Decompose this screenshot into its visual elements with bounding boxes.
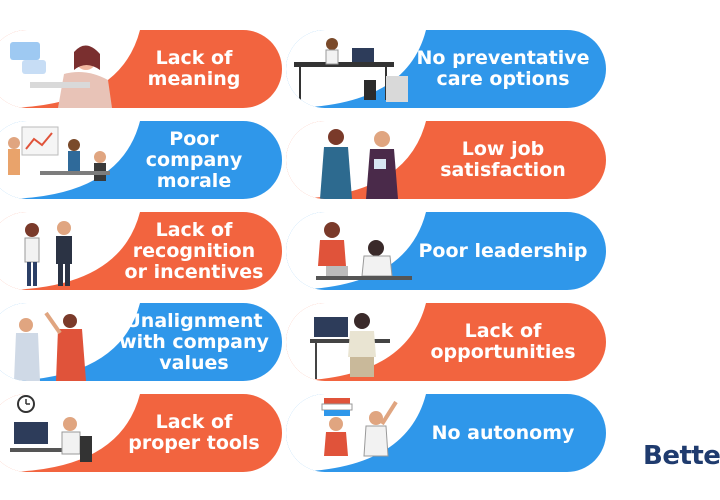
card-label: Poor company morale — [145, 127, 243, 192]
card-label: Lack of meaning — [147, 47, 241, 90]
worker-at-desk-illustration — [286, 303, 426, 381]
card-label: No autonomy — [431, 421, 575, 444]
card-lack-of-meaning: Lack of meaning — [0, 30, 282, 108]
card-lack-of-proper-tools: Lack of proper tools — [0, 394, 282, 472]
card-lack-of-recognition: Lack of recognition or incentives — [0, 212, 282, 290]
card-label: No preventative care options — [416, 47, 590, 90]
stressed-employee-illustration — [286, 212, 426, 290]
card-unalignment-values: Unalignment with company values — [0, 303, 282, 381]
broken-computer-illustration — [0, 394, 140, 472]
brand-logo: BetterU — [643, 441, 720, 471]
arguing-colleagues-illustration — [0, 303, 140, 381]
card-label: Unalignment with company values — [119, 309, 269, 374]
card-no-autonomy: No autonomy — [286, 394, 606, 472]
overloaded-workers-illustration — [286, 394, 426, 472]
card-poor-leadership: Poor leadership — [286, 212, 606, 290]
card-poor-company-morale: Poor company morale — [0, 121, 282, 199]
card-label: Lack of recognition or incentives — [124, 218, 264, 283]
card-label: Lack of proper tools — [128, 411, 260, 454]
boss-and-employee-illustration — [0, 212, 140, 290]
card-label: Low job satisfaction — [440, 138, 566, 181]
card-low-job-satisfaction: Low job satisfaction — [286, 121, 606, 199]
card-no-preventative-care: No preventative care options — [286, 30, 606, 108]
card-label: Poor leadership — [418, 239, 588, 262]
meeting-illustration — [0, 121, 140, 199]
tired-worker-illustration — [0, 30, 140, 108]
card-label: Lack of opportunities — [430, 320, 576, 363]
empty-office-illustration — [286, 30, 426, 108]
card-lack-of-opportunities: Lack of opportunities — [286, 303, 606, 381]
upset-coworkers-illustration — [286, 121, 426, 199]
